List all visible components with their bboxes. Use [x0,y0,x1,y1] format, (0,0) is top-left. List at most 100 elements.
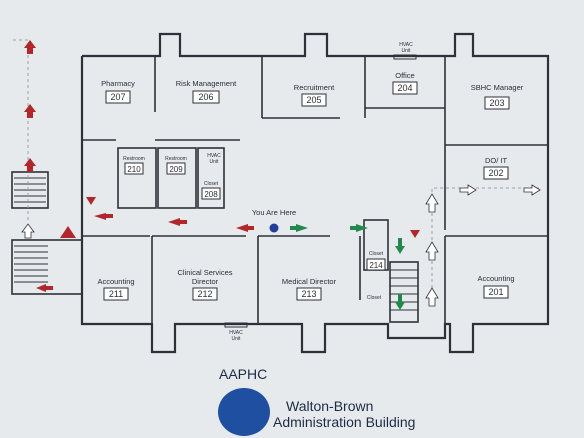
room-number-box-211 [103,287,129,301]
exit-arrow-icon [86,197,96,205]
room-label-clinical-2: Director [192,277,219,286]
direction-arrow-icon-tail [398,294,402,302]
room-number-box-208 [201,187,221,200]
room-number-208: 208 [204,190,218,199]
closet-208-walls [197,147,225,209]
direction-arrow-icon [21,223,35,239]
room-label-closet-208: Closet [204,181,219,187]
outline-arrows [21,184,541,307]
hvac-label-top-2: Unit [402,48,412,54]
exit-arrow-icon-tail [248,226,254,230]
hvac-label-bottom-1: HVAC [229,330,243,336]
room-number-box-212 [192,287,218,301]
room-number-box-209 [166,162,186,175]
direction-arrow-icon [425,193,439,213]
room-label-pharmacy: Pharmacy [101,79,135,88]
stair-block-lower [11,239,83,295]
hvac-unit-top [393,54,417,60]
exit-arrow-icon [236,224,248,232]
room-label-closet-214: Closet [369,251,384,257]
direction-arrow-icon [523,184,541,196]
exit-arrow-icon [94,213,106,220]
outer-wall-top [80,32,550,354]
direction-arrow-icon-tail [290,226,296,230]
direction-arrow-icon-tail [398,238,402,246]
you-are-here-label: You Are Here [252,208,296,217]
room-number-204: 204 [397,83,412,93]
room-number-205: 205 [306,95,321,105]
room-label-closet: Closet [367,295,382,301]
restroom-210-walls [117,147,157,209]
direction-arrow-icon-tail [350,226,356,230]
exit-arrow-icon [24,40,36,48]
direction-arrow-icon [395,302,405,310]
logo-icon [218,388,270,436]
hvac-label-mid-2: Unit [210,159,220,165]
direction-arrow-icon [395,246,405,254]
room-number-box-207 [105,90,131,104]
hvac-unit-bottom [224,322,248,328]
direction-arrow-icon [425,241,439,261]
exit-arrow-icon [24,104,36,112]
stairs-icon-right [389,261,419,323]
room-number-209: 209 [169,165,183,174]
room-number-box-204 [392,81,418,95]
stairs-icon-left [14,177,48,283]
hvac-label-mid-1: HVAC [207,153,221,159]
room-number-box-205 [301,93,327,107]
direction-arrow-icon [296,224,308,232]
room-number-box-203 [484,96,510,110]
exit-arrow-icon-tail [106,214,113,218]
room-number-214: 214 [369,261,383,270]
hvac-label-bottom-2: Unit [232,336,242,342]
exit-arrow-icon [168,218,180,226]
exit-arrow-icon [36,284,46,292]
green-arrows [290,224,405,310]
exit-arrows [24,40,420,292]
exit-route-line [12,39,29,220]
building-name-line1: Walton-Brown [286,398,374,414]
exit-arrow-icon-tail [27,48,33,54]
room-number-box-201 [483,285,509,299]
room-label-accounting-201: Accounting [477,274,514,283]
room-number-box-213 [296,287,322,301]
room-number-206: 206 [198,92,213,102]
exit-arrow-icon-tail [27,112,33,118]
exit-arrow-icon [24,158,36,166]
room-number-201: 201 [488,287,503,297]
exit-arrow-icon-tail [46,286,53,290]
restroom-209-walls [157,147,197,209]
room-label-clinical-1: Clinical Services [177,268,232,277]
room-number-203: 203 [489,98,504,108]
room-label-restroom-210: Restroom [123,156,145,162]
exit-arrow-icon [60,226,76,238]
room-label-doit: DO/ IT [485,156,508,165]
room-label-medical: Medical Director [282,277,337,286]
room-number-box-214 [366,258,386,271]
exit-arrow-icon-tail [180,220,187,224]
room-number-211: 211 [109,289,123,299]
hvac-label-top-1: HVAC [399,42,413,48]
exit-arrow-icon [410,230,420,238]
you-are-here-icon [269,223,279,233]
direction-arrow-icon [425,287,439,307]
direction-arrow-icon [356,224,368,232]
room-label-office: Office [395,71,414,80]
room-number-212: 212 [197,289,212,299]
room-label-risk: Risk Management [176,79,237,88]
room-number-207: 207 [110,92,125,102]
direction-arrow-icon [459,184,477,196]
room-number-210: 210 [127,165,141,174]
room-number-box-210 [124,162,144,175]
exit-arrow-icon-tail [27,166,33,172]
room-number-box-206 [192,90,220,104]
room-number-box-202 [483,166,509,180]
room-label-recruitment: Recruitment [294,83,335,92]
building-name-line2: Administration Building [273,414,416,430]
room-label-restroom-209: Restroom [165,156,187,162]
room-number-213: 213 [301,289,316,299]
room-label-accounting-211: Accounting [97,277,134,286]
room-label-sbhc: SBHC Manager [471,83,524,92]
